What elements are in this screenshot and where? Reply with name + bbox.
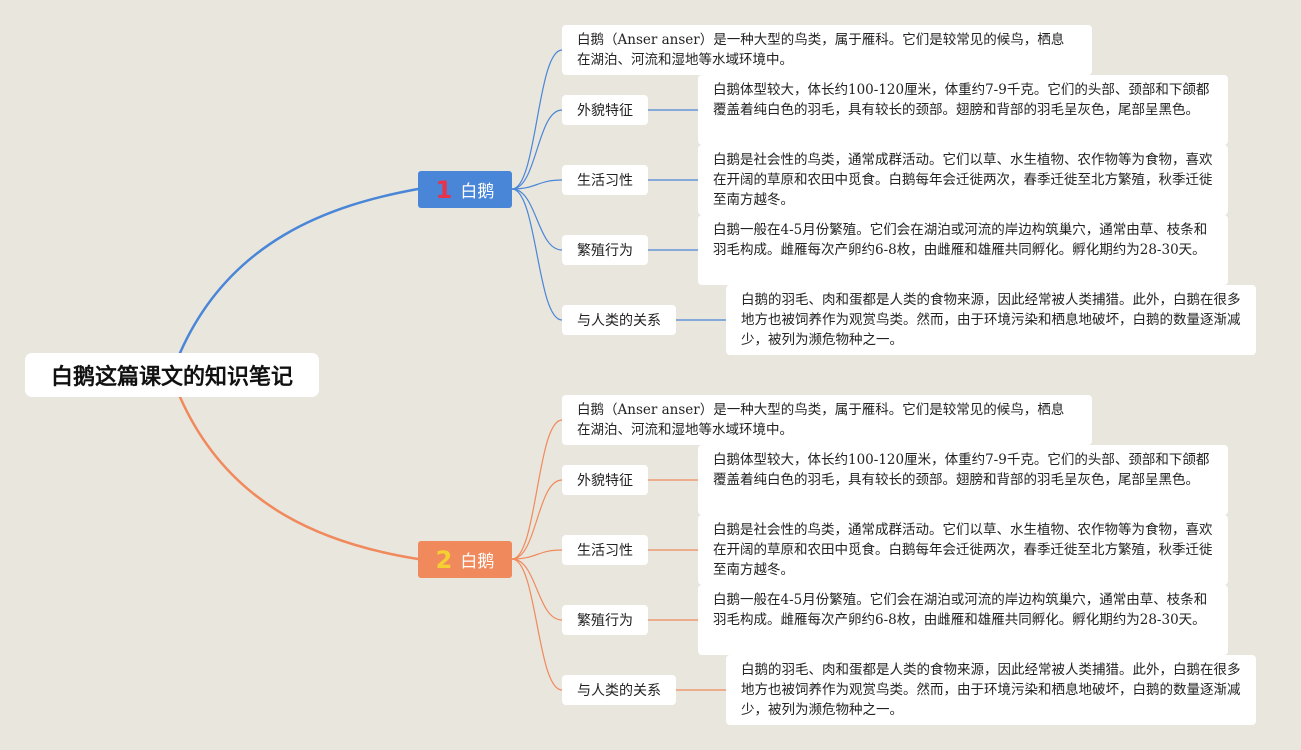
root-title: 白鹅这篇课文的知识笔记 (50, 365, 293, 390)
branch-1-intro-text: 白鹅（Anser anser）是一种大型的鸟类，属于雁科。它们是较常见的候鸟，栖… (577, 32, 1065, 68)
number-1-icon: 1 (435, 175, 453, 204)
topic-label: 繁殖行为 (577, 613, 633, 629)
branch-2-links (511, 419, 726, 691)
branch-1-links (511, 49, 726, 321)
branch-link (511, 179, 563, 190)
detail-text: 白鹅的羽毛、肉和蛋都是人类的食物来源，因此经常被人类捕猎。此外，白鹅在很多地方也… (741, 292, 1241, 348)
detail-text: 白鹅是社会性的鸟类，通常成群活动。它们以草、水生植物、农作物等为食物，喜欢在开阔… (713, 522, 1213, 578)
topic-label: 外貌特征 (577, 473, 633, 489)
topic-label: 生活习性 (577, 543, 633, 559)
detail-text: 白鹅一般在4-5月份繁殖。它们会在湖泊或河流的岸边构筑巢穴，通常由草、枝条和羽毛… (713, 592, 1208, 628)
branch-1-detail-humans[interactable]: 白鹅的羽毛、肉和蛋都是人类的食物来源，因此经常被人类捕猎。此外，白鹅在很多地方也… (726, 285, 1256, 355)
root-link-1 (178, 187, 420, 355)
branch-1-topic-habits[interactable]: 生活习性 (562, 165, 648, 195)
branch-2-topic-humans[interactable]: 与人类的关系 (562, 675, 676, 705)
topic-label: 与人类的关系 (577, 683, 661, 699)
branch-link (511, 558, 563, 691)
branch-2-detail-habits[interactable]: 白鹅是社会性的鸟类，通常成群活动。它们以草、水生植物、农作物等为食物，喜欢在开阔… (698, 515, 1228, 585)
detail-text: 白鹅是社会性的鸟类，通常成群活动。它们以草、水生植物、农作物等为食物，喜欢在开阔… (713, 152, 1213, 208)
branch-1-intro[interactable]: 白鹅（Anser anser）是一种大型的鸟类，属于雁科。它们是较常见的候鸟，栖… (562, 25, 1092, 75)
root-link-2 (178, 395, 420, 561)
branch-2-intro[interactable]: 白鹅（Anser anser）是一种大型的鸟类，属于雁科。它们是较常见的候鸟，栖… (562, 395, 1092, 445)
branch-1-detail-breeding[interactable]: 白鹅一般在4-5月份繁殖。它们会在湖泊或河流的岸边构筑巢穴，通常由草、枝条和羽毛… (698, 215, 1228, 285)
topic-label: 繁殖行为 (577, 243, 633, 259)
branch-link (511, 419, 563, 560)
topic-label: 生活习性 (577, 173, 633, 189)
branch-2-intro-text: 白鹅（Anser anser）是一种大型的鸟类，属于雁科。它们是较常见的候鸟，栖… (577, 402, 1065, 438)
branch-2-topic-breeding[interactable]: 繁殖行为 (562, 605, 648, 635)
branch-2-detail-appearance[interactable]: 白鹅体型较大，体长约100-120厘米，体重约7-9千克。它们的头部、颈部和下颌… (698, 445, 1228, 515)
branch-1-topic-appearance[interactable]: 外貌特征 (562, 95, 648, 125)
detail-text: 白鹅体型较大，体长约100-120厘米，体重约7-9千克。它们的头部、颈部和下颌… (713, 82, 1210, 118)
branch-1-detail-appearance[interactable]: 白鹅体型较大，体长约100-120厘米，体重约7-9千克。它们的头部、颈部和下颌… (698, 75, 1228, 145)
branch-link (511, 549, 563, 560)
detail-text: 白鹅一般在4-5月份繁殖。它们会在湖泊或河流的岸边构筑巢穴，通常由草、枝条和羽毛… (713, 222, 1208, 258)
branch-1-topic-breeding[interactable]: 繁殖行为 (562, 235, 648, 265)
branch-2-detail-humans[interactable]: 白鹅的羽毛、肉和蛋都是人类的食物来源，因此经常被人类捕猎。此外，白鹅在很多地方也… (726, 655, 1256, 725)
branch-link (511, 49, 563, 190)
branch-1-label: 白鹅 (460, 182, 495, 202)
branch-2-topic[interactable]: 2 白鹅 (418, 541, 512, 578)
branch-link (511, 109, 563, 190)
detail-text: 白鹅体型较大，体长约100-120厘米，体重约7-9千克。它们的头部、颈部和下颌… (713, 452, 1210, 488)
topic-label: 与人类的关系 (577, 313, 661, 329)
branch-1-topic-humans[interactable]: 与人类的关系 (562, 305, 676, 335)
branch-1-topic[interactable]: 1 白鹅 (418, 171, 512, 208)
branch-link (511, 479, 563, 560)
branch-2-topic-appearance[interactable]: 外貌特征 (562, 465, 648, 495)
number-2-icon: 2 (435, 545, 453, 574)
branch-link (511, 558, 563, 621)
branch-2-label: 白鹅 (460, 552, 495, 572)
branch-link (511, 188, 563, 251)
topic-label: 外貌特征 (577, 103, 633, 119)
root-topic[interactable]: 白鹅这篇课文的知识笔记 (25, 353, 319, 397)
branch-2-detail-breeding[interactable]: 白鹅一般在4-5月份繁殖。它们会在湖泊或河流的岸边构筑巢穴，通常由草、枝条和羽毛… (698, 585, 1228, 655)
branch-link (511, 188, 563, 321)
branch-1-detail-habits[interactable]: 白鹅是社会性的鸟类，通常成群活动。它们以草、水生植物、农作物等为食物，喜欢在开阔… (698, 145, 1228, 215)
branch-2-topic-habits[interactable]: 生活习性 (562, 535, 648, 565)
detail-text: 白鹅的羽毛、肉和蛋都是人类的食物来源，因此经常被人类捕猎。此外，白鹅在很多地方也… (741, 662, 1241, 718)
